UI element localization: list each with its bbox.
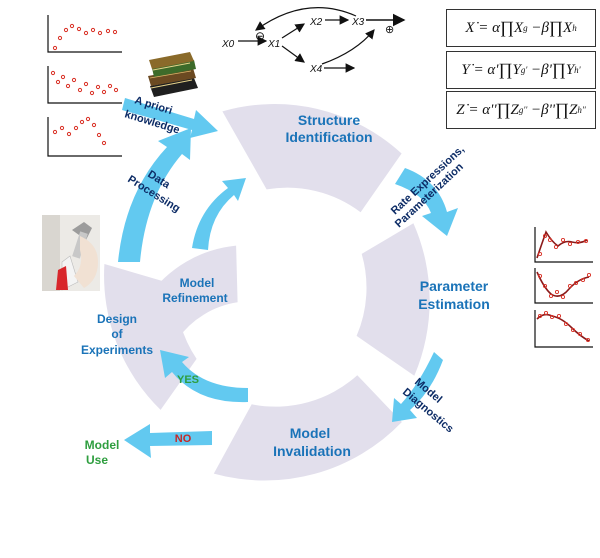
inhibit-icon: ⊖ — [255, 29, 265, 43]
label-of: of — [111, 327, 123, 341]
label-parameter: Parameter — [420, 278, 489, 294]
equation-x: Ẋ = α∏Xg −β∏Xh — [446, 9, 596, 47]
scatter-plot-icon — [47, 15, 122, 157]
label-yes: YES — [177, 374, 199, 386]
eq-z-b1: Z — [510, 101, 519, 118]
stage-labels: Structure Identification Parameter Estim… — [81, 112, 490, 459]
eq-x-e1: g — [523, 23, 528, 33]
segment-model-invalidation[interactable] — [213, 375, 402, 481]
eq-z-c2: β'' — [541, 101, 556, 118]
arrow-model-diagnostics — [392, 352, 443, 422]
eq-z-b2: Z — [569, 101, 578, 118]
equation-y: Ẏ = α'∏Yg' −β'∏Yh' — [446, 51, 596, 89]
label-use: Use — [86, 453, 108, 467]
eq-y-lhs: Y — [461, 61, 470, 78]
equation-z: Ż = α''∏Zg'' −β''∏Zh'' — [446, 91, 596, 129]
books-icon — [148, 52, 198, 97]
eq-x-b2: X — [563, 19, 573, 36]
label-model-use: Model — [85, 438, 120, 452]
segment-structure-identification[interactable] — [222, 104, 402, 213]
segment-model-refinement[interactable] — [147, 245, 238, 340]
node-x1: X1 — [267, 39, 280, 50]
label-model-inv: Model — [290, 425, 330, 441]
eq-y-c1: α' — [487, 61, 499, 78]
eq-z-e1: g'' — [518, 105, 528, 115]
eq-x-b1: X — [513, 19, 524, 36]
eq-x-lhs: X — [465, 19, 475, 36]
label-design: Design — [97, 312, 137, 326]
eq-z-e2: h'' — [577, 105, 586, 115]
lab-pipette-photo — [42, 215, 100, 291]
label-invalidation: Invalidation — [273, 443, 351, 459]
eq-y-e2: h' — [574, 65, 581, 75]
node-x0: X0 — [221, 39, 235, 50]
network-nodes: X0 X1 X2 X3 X4 — [221, 17, 365, 75]
eq-z-lhs: Z — [456, 101, 465, 118]
arrow-data-processing-outer — [118, 128, 191, 262]
eq-z-c1: α'' — [482, 101, 497, 118]
node-x3: X3 — [351, 17, 365, 28]
arrow-rate-expressions — [395, 168, 458, 236]
label-structure: Structure — [298, 112, 360, 128]
label-no: NO — [175, 433, 192, 445]
segment-parameter-estimation[interactable] — [356, 223, 430, 376]
arrow-no — [124, 424, 212, 458]
network-diagram — [238, 7, 406, 73]
label-identification: Identification — [285, 129, 372, 145]
eq-x-c1: α — [492, 19, 500, 36]
eq-y-e1: g' — [520, 65, 528, 75]
arrow-refinement-inner — [192, 178, 246, 250]
eq-y-b1: Y — [512, 61, 521, 78]
arrow-yes — [160, 350, 248, 403]
label-refinement: Refinement — [162, 291, 227, 305]
label-experiments: Experiments — [81, 343, 153, 357]
eq-x-e2: h — [572, 23, 577, 33]
node-x4: X4 — [309, 64, 323, 75]
eq-y-c2: β' — [541, 61, 552, 78]
eq-x-c2: β — [541, 19, 550, 36]
fitted-curve-icon — [534, 227, 593, 348]
activate-icon: ⊕ — [385, 24, 394, 36]
eq-y-b2: Y — [565, 61, 575, 78]
node-x2: X2 — [309, 17, 323, 28]
label-model-ref: Model — [180, 276, 215, 290]
arrow-a-priori — [122, 98, 218, 138]
label-estimation: Estimation — [418, 296, 490, 312]
